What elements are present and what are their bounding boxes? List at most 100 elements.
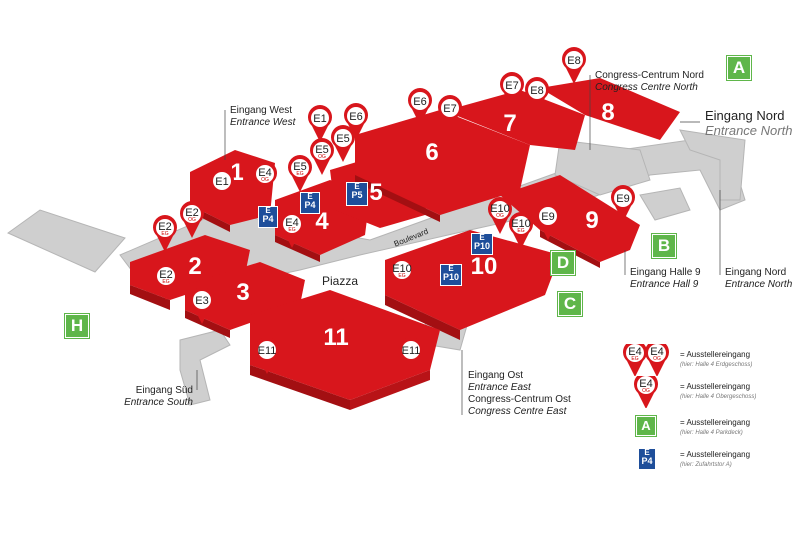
sign-h[interactable]: H — [64, 313, 90, 339]
pin-label: E5 — [315, 144, 328, 156]
pin-label: E4 — [628, 346, 641, 358]
pin-label: E10 — [511, 218, 531, 230]
parking-e: E — [307, 192, 313, 201]
pin-label: E11 — [258, 345, 277, 357]
legend-text: = Ausstellereingang(hier: Halle 4 Erdges… — [680, 350, 753, 368]
parking-p: P10 — [442, 272, 459, 282]
pin-label: E5 — [293, 161, 306, 173]
entrance-pin[interactable]: E7 — [438, 95, 462, 132]
pin-label: E2 — [158, 221, 171, 233]
sign-a[interactable]: A — [726, 55, 752, 81]
entrance-pin[interactable]: E5 — [331, 125, 355, 162]
entrance-pin[interactable]: E1 — [210, 168, 234, 205]
parking-p: P5 — [351, 190, 363, 200]
entrance-pin[interactable]: E8 — [562, 47, 586, 84]
legend-text: = Ausstellereingang(hier: Halle 4 Oberge… — [680, 382, 757, 400]
pin-floor: EG — [631, 356, 638, 362]
pin-floor: EG — [296, 171, 303, 177]
hall-6[interactable] — [355, 110, 530, 215]
hall-number: 2 — [188, 253, 201, 280]
pin-floor: EG — [398, 273, 405, 279]
pin-floor: EG — [162, 279, 169, 285]
legend-sign-icon: A — [635, 415, 657, 437]
hall-number: 4 — [315, 208, 329, 235]
hall-11[interactable] — [250, 290, 440, 400]
entrance-pin[interactable]: E7 — [500, 72, 524, 109]
entrance-pin[interactable]: E3 — [190, 287, 214, 324]
pin-label: E7 — [443, 103, 456, 115]
parking-p: P10 — [473, 241, 490, 251]
entrance-pin[interactable]: E6 — [408, 88, 432, 125]
entrance-pin[interactable]: E6 — [344, 103, 368, 140]
hall-8[interactable] — [540, 78, 680, 140]
legend-text: = Ausstellereingang(hier: Zufahrtstor A) — [680, 450, 751, 468]
legend-row: A= Ausstellereingang(hier: Halle 4 Parkd… — [620, 415, 800, 448]
pin-floor: EG — [517, 228, 524, 234]
pin-floor: EG — [161, 231, 168, 237]
hall-7[interactable] — [455, 90, 585, 150]
entrance-pin[interactable]: E9 — [536, 203, 560, 240]
hall-9[interactable] — [500, 175, 640, 262]
parking-p: P4 — [304, 200, 316, 210]
pin-floor: OG — [261, 177, 269, 183]
pin-label: E6 — [413, 96, 426, 108]
entrance-pin[interactable]: E9 — [611, 185, 635, 222]
pin-label: E1 — [313, 113, 326, 125]
pin-label: E1 — [215, 176, 228, 188]
pin-label: E5 — [336, 133, 349, 145]
hall-1[interactable] — [190, 150, 275, 225]
entrance-pin[interactable]: E1 — [308, 105, 332, 142]
parking-e: E — [479, 233, 485, 242]
pin-label: E11 — [402, 345, 421, 357]
sign-c[interactable]: C — [557, 291, 583, 317]
entrance-pin[interactable]: E11 — [399, 337, 423, 374]
hall-number: 9 — [585, 207, 598, 234]
entrance-pin[interactable]: E11 — [255, 337, 279, 374]
pin-floor: OG — [188, 217, 196, 223]
entrance-pin[interactable]: E8 — [525, 77, 549, 114]
parking-e: E — [354, 182, 360, 191]
piazza-label: Piazza — [322, 274, 358, 288]
hall-10[interactable] — [385, 230, 560, 330]
pin-label: E4 — [639, 378, 652, 390]
hall-numbers: 1 2 3 4 5 6 7 8 9 10 11 — [188, 99, 614, 351]
pin-label: E9 — [616, 193, 629, 205]
pin-label: E2 — [159, 269, 172, 281]
hall-number: 7 — [503, 110, 516, 137]
hall-number: 5 — [369, 179, 382, 206]
hall-number: 6 — [425, 139, 438, 166]
sign-b[interactable]: B — [651, 233, 677, 259]
pin-label: E8 — [567, 55, 580, 67]
pin-label: E8 — [530, 85, 543, 97]
hall-number: 10 — [471, 253, 498, 280]
pin-label: E7 — [505, 80, 518, 92]
sign-d[interactable]: D — [550, 250, 576, 276]
pin-label: E10 — [490, 203, 510, 215]
